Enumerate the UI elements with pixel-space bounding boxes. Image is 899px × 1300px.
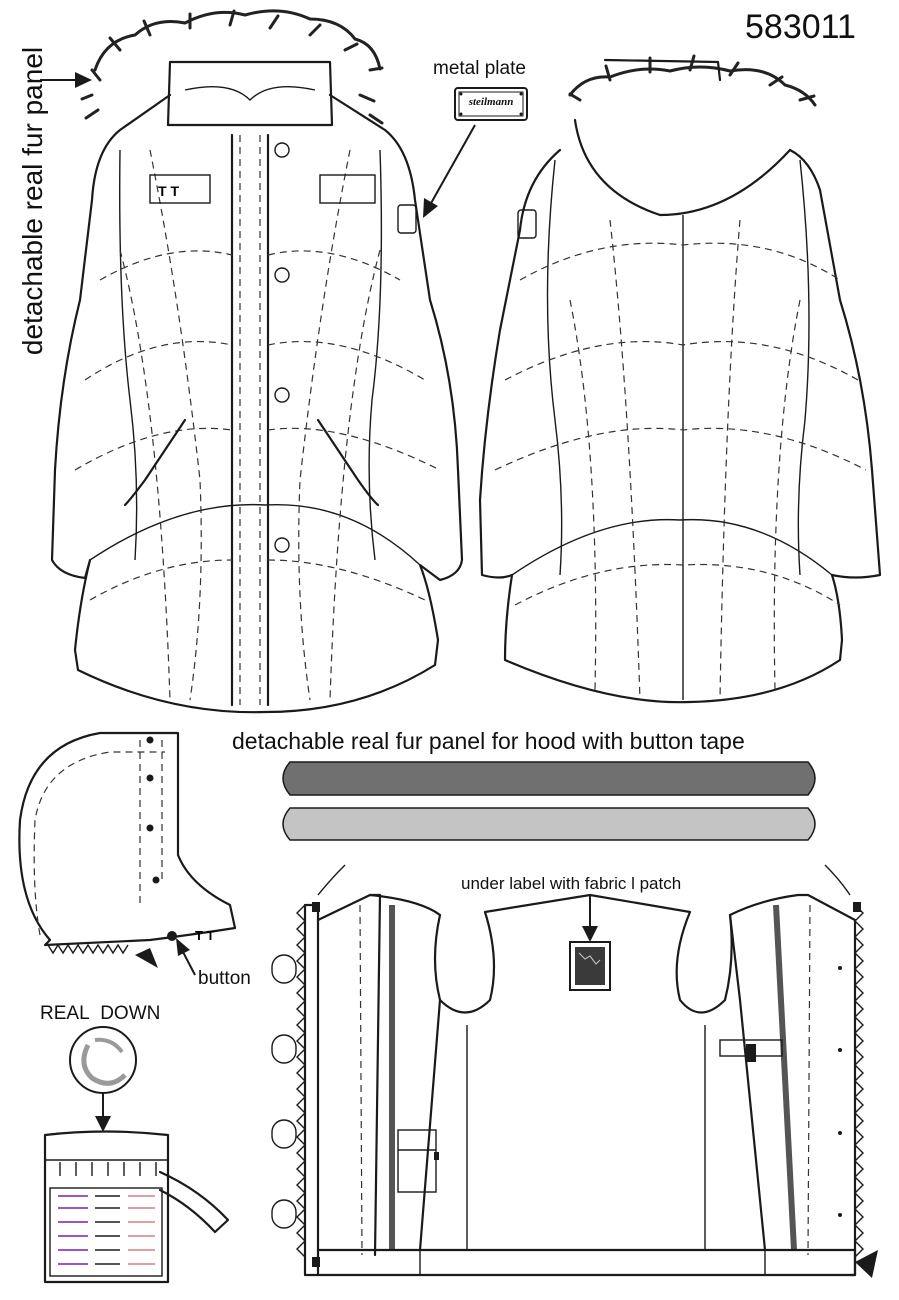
article-number: 583011 — [745, 8, 856, 46]
svg-text:T T: T T — [195, 928, 215, 943]
jacket-front-view: T T — [50, 9, 464, 714]
hood-fur-panel-drawing: T T — [18, 731, 237, 955]
svg-text:T T: T T — [158, 183, 179, 199]
real-down-label-drawing — [43, 1026, 230, 1284]
metal-plate-icon — [454, 87, 528, 121]
jacket-interior-view — [271, 864, 864, 1277]
metal-plate-label: metal plate — [433, 58, 526, 79]
hood-fur-panel-heading: detachable real fur panel for hood with … — [232, 728, 745, 754]
under-label-caption: under label with fabric l patch — [461, 874, 682, 893]
side-loops — [271, 954, 297, 1229]
button-label: button — [198, 968, 251, 989]
fur-panel-side-label: detachable real fur panel — [17, 46, 48, 356]
real-down-label: REAL DOWN — [40, 1003, 161, 1024]
button-tape-dark — [282, 761, 816, 796]
jacket-back-view — [478, 54, 882, 704]
arrows — [40, 72, 878, 1278]
button-tape-light — [282, 807, 816, 841]
plate-brand-text: steilmann — [468, 96, 514, 108]
